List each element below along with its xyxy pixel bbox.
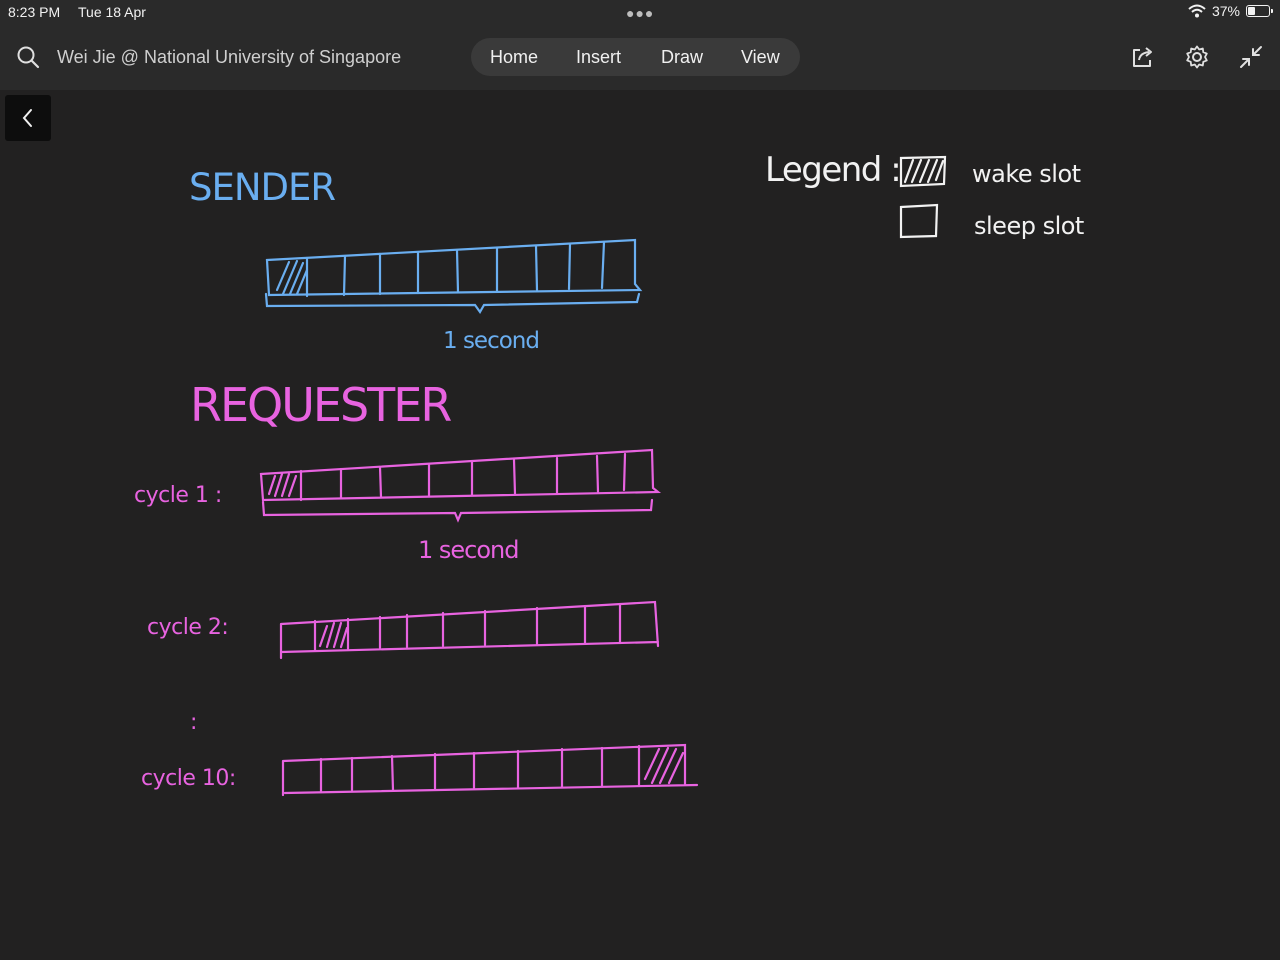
tab-insert[interactable]: Insert — [576, 47, 622, 67]
status-time: 8:23 PM — [8, 4, 61, 20]
legend-wake-swatch — [899, 155, 947, 188]
legend-title: Legend : — [765, 150, 902, 190]
multitasking-dots-icon[interactable]: ●●● — [626, 5, 655, 21]
battery-icon — [1246, 5, 1273, 17]
wifi-icon — [1188, 4, 1206, 18]
cycle-2-label: cycle 2: — [147, 615, 229, 640]
cycle-1-slot-bar — [259, 448, 662, 523]
settings-icon[interactable] — [1184, 44, 1210, 70]
legend-wake-label: wake slot — [972, 160, 1081, 188]
app-toolbar: Wei Jie @ National University of Singapo… — [0, 24, 1280, 90]
cycle-2-slot-bar — [279, 600, 660, 660]
battery-percent: 37% — [1211, 3, 1240, 19]
cycles-ellipsis: : — [190, 710, 198, 735]
notebook-title[interactable]: Wei Jie @ National University of Singapo… — [57, 47, 402, 67]
cycle-1-label: cycle 1 : — [134, 483, 222, 508]
search-icon[interactable] — [16, 45, 40, 69]
tab-view[interactable]: View — [741, 47, 780, 67]
sender-slot-bar — [264, 238, 643, 315]
status-bar: 8:23 PM Tue 18 Apr ●●● 37% — [0, 0, 1280, 24]
back-chevron-icon — [22, 109, 32, 127]
legend-swatches — [899, 155, 947, 239]
collapse-icon[interactable] — [1238, 44, 1264, 70]
note-canvas[interactable]: SENDER 1 second REQUESTER cycle 1 : — [0, 90, 1280, 960]
status-indicators: 37% — [1188, 3, 1273, 19]
status-date: Tue 18 Apr — [78, 4, 146, 20]
cycle-1-duration-label: 1 second — [418, 536, 519, 564]
back-button[interactable] — [5, 95, 51, 141]
sender-heading: SENDER — [189, 166, 336, 209]
cycle-10-slot-bar — [281, 743, 699, 797]
tab-draw[interactable]: Draw — [661, 47, 704, 67]
requester-heading: REQUESTER — [190, 378, 452, 432]
legend-sleep-label: sleep slot — [974, 212, 1084, 240]
share-icon[interactable] — [1130, 44, 1156, 70]
tab-home[interactable]: Home — [490, 47, 539, 67]
legend-sleep-swatch — [899, 203, 939, 239]
ribbon-tabs: Home Insert Draw View — [471, 38, 800, 76]
sender-duration-label: 1 second — [443, 328, 540, 354]
cycle-10-label: cycle 10: — [141, 766, 236, 791]
